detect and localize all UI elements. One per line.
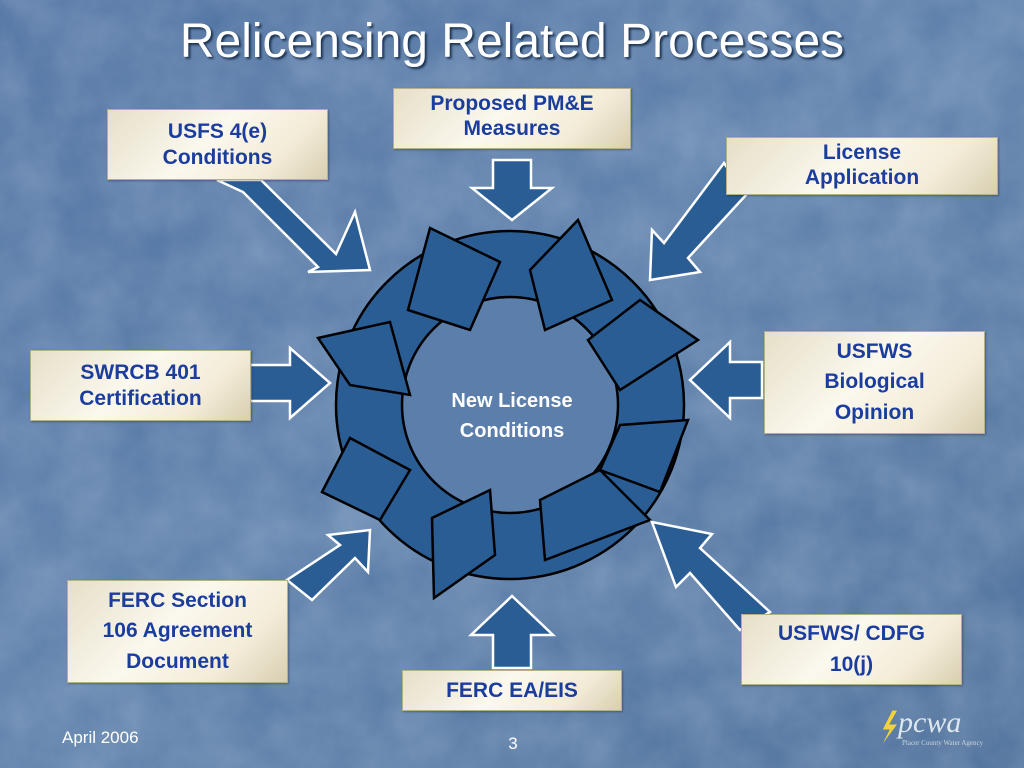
logo-text: pcwa bbox=[898, 706, 962, 739]
cycle-arrowheads bbox=[315, 217, 701, 601]
arrow-swrcb bbox=[248, 345, 332, 421]
arrow-ferc-eis bbox=[467, 594, 557, 670]
arrow-ferc-106 bbox=[284, 528, 372, 602]
ferc-ea-eis-label: FERC EA/EIS bbox=[446, 678, 578, 702]
usfs-conditions-box: USFS 4(e) Conditions bbox=[107, 109, 328, 180]
pcwa-logo: pcwa Placer County Water Agency bbox=[874, 706, 1014, 752]
ferc-section-106-box: FERC Section 106 Agreement Document bbox=[67, 580, 288, 683]
usfws-biological-opinion-box: USFWS Biological Opinion bbox=[764, 331, 985, 434]
proposed-pme-label: Proposed PM&E Measures bbox=[430, 92, 594, 141]
new-license-conditions-label: New License Conditions bbox=[451, 390, 573, 442]
proposed-pme-box: Proposed PM&E Measures bbox=[393, 88, 631, 149]
footer-date: April 2006 bbox=[62, 728, 139, 747]
lightning-icon bbox=[879, 709, 899, 749]
swrcb-certification-box: SWRCB 401 Certification bbox=[30, 350, 251, 421]
usfs-conditions-label: USFS 4(e) Conditions bbox=[162, 120, 273, 169]
ferc-section-106-label: FERC Section 106 Agreement Document bbox=[102, 588, 253, 673]
slide-title: Relicensing Related Processes bbox=[179, 15, 845, 68]
usfws-cdfg-box: USFWS/ CDFG 10(j) bbox=[741, 614, 962, 685]
license-application-box: License Application bbox=[726, 137, 998, 195]
arrow-license bbox=[648, 160, 748, 282]
usfws-biological-opinion-label: USFWS Biological Opinion bbox=[824, 339, 925, 424]
license-application-label: License Application bbox=[804, 141, 920, 190]
swrcb-certification-label: SWRCB 401 Certification bbox=[79, 361, 202, 410]
page-number: 3 bbox=[508, 734, 518, 753]
arrow-pme bbox=[468, 158, 556, 222]
usfws-cdfg-label: USFWS/ CDFG 10(j) bbox=[778, 622, 925, 676]
arrow-usfws-bio bbox=[688, 339, 764, 421]
logo-subtext: Placer County Water Agency bbox=[902, 739, 984, 747]
arrow-usfws-cdfg bbox=[650, 520, 773, 632]
arrow-usfs bbox=[216, 178, 372, 274]
ferc-ea-eis-box: FERC EA/EIS bbox=[402, 670, 622, 711]
